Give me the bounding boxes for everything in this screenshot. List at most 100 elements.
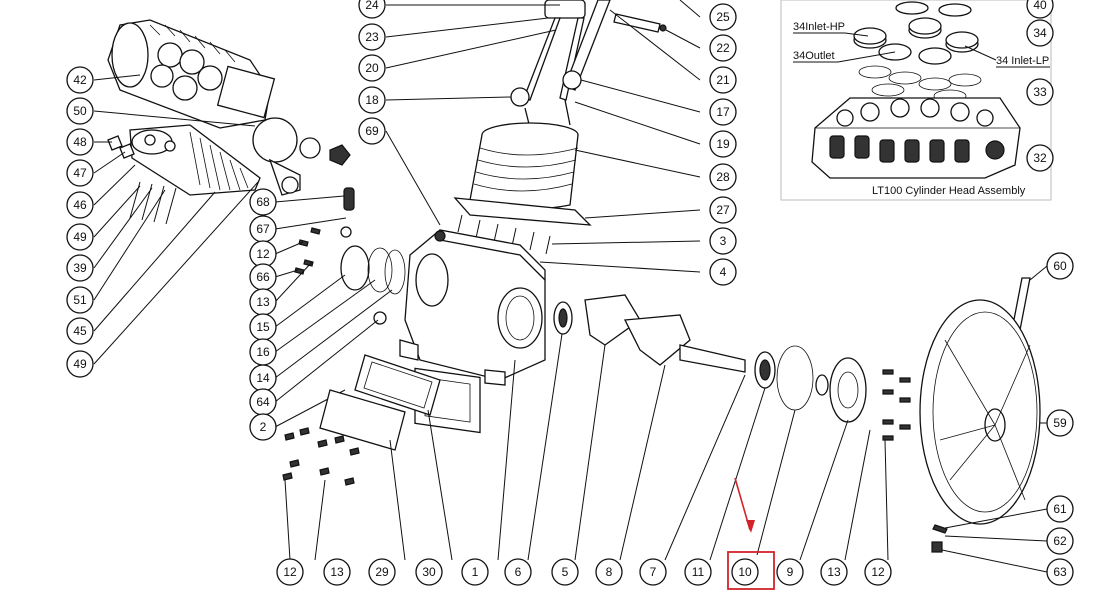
callout-50[interactable]: 50 xyxy=(66,97,94,125)
svg-text:13: 13 xyxy=(256,295,270,309)
svg-text:61: 61 xyxy=(1053,502,1067,516)
callout-42[interactable]: 42 xyxy=(66,66,94,94)
callout-33[interactable]: 33 xyxy=(1026,78,1054,106)
head-assembly-illustration xyxy=(93,19,351,365)
svg-text:69: 69 xyxy=(365,124,379,138)
callout-13-bottom-right[interactable]: 13 xyxy=(820,558,848,586)
callout-2[interactable]: 2 xyxy=(249,413,277,441)
svg-text:1: 1 xyxy=(472,565,479,579)
svg-text:15: 15 xyxy=(256,320,270,334)
svg-text:12: 12 xyxy=(283,565,297,579)
callout-67[interactable]: 67 xyxy=(249,215,277,243)
bottom-covers xyxy=(282,354,516,561)
callout-22[interactable]: 22 xyxy=(709,34,737,62)
inset-cylinder-head-assembly: 34Inlet-HP 34Outlet 34 Inlet-LP LT100 Cy… xyxy=(780,0,1052,201)
callout-23[interactable]: 23 xyxy=(358,23,386,51)
callout-12-left[interactable]: 12 xyxy=(249,240,277,268)
callout-6[interactable]: 6 xyxy=(504,558,532,586)
callout-20[interactable]: 20 xyxy=(358,54,386,82)
callout-13-bottom-left[interactable]: 13 xyxy=(323,558,351,586)
callout-49-lower[interactable]: 49 xyxy=(66,350,94,378)
svg-text:10: 10 xyxy=(738,565,752,579)
svg-text:18: 18 xyxy=(365,93,379,107)
callout-69[interactable]: 69 xyxy=(358,117,386,145)
svg-text:62: 62 xyxy=(1053,534,1067,548)
callout-15[interactable]: 15 xyxy=(249,313,277,341)
svg-text:11: 11 xyxy=(692,565,705,579)
svg-text:32: 32 xyxy=(1033,151,1047,165)
callout-48[interactable]: 48 xyxy=(66,128,94,156)
piston-rod-illustration xyxy=(385,0,701,273)
callout-30[interactable]: 30 xyxy=(415,558,443,586)
callout-66[interactable]: 66 xyxy=(249,263,277,291)
callout-28[interactable]: 28 xyxy=(709,163,737,191)
callout-7[interactable]: 7 xyxy=(639,558,667,586)
front-screws xyxy=(882,369,911,441)
callout-62[interactable]: 62 xyxy=(1046,527,1074,555)
callout-14[interactable]: 14 xyxy=(249,364,277,392)
callout-64[interactable]: 64 xyxy=(249,388,277,416)
callout-34[interactable]: 34 xyxy=(1026,19,1054,47)
callout-12-bottom-left[interactable]: 12 xyxy=(276,558,304,586)
svg-text:12: 12 xyxy=(256,247,270,261)
highlight-annotation xyxy=(727,477,775,590)
svg-text:48: 48 xyxy=(73,135,87,149)
svg-text:68: 68 xyxy=(256,195,270,209)
callout-4[interactable]: 4 xyxy=(709,258,737,286)
callout-10-highlighted[interactable]: 10 xyxy=(731,558,759,586)
callout-3[interactable]: 3 xyxy=(709,227,737,255)
crankshaft-illustration xyxy=(527,294,776,561)
svg-text:46: 46 xyxy=(73,198,87,212)
callout-16[interactable]: 16 xyxy=(249,338,277,366)
svg-text:2: 2 xyxy=(260,420,267,434)
svg-text:28: 28 xyxy=(716,170,730,184)
callout-18[interactable]: 18 xyxy=(358,86,386,114)
callout-59[interactable]: 59 xyxy=(1046,409,1074,437)
svg-text:34: 34 xyxy=(1033,26,1047,40)
callout-17[interactable]: 17 xyxy=(709,98,737,126)
callout-51[interactable]: 51 xyxy=(66,286,94,314)
callout-8[interactable]: 8 xyxy=(595,558,623,586)
callout-63[interactable]: 63 xyxy=(1046,558,1074,586)
svg-text:9: 9 xyxy=(787,565,794,579)
svg-text:12: 12 xyxy=(871,565,885,579)
callout-5[interactable]: 5 xyxy=(551,558,579,586)
svg-text:50: 50 xyxy=(73,104,87,118)
svg-text:8: 8 xyxy=(606,565,613,579)
svg-text:33: 33 xyxy=(1033,85,1047,99)
svg-text:7: 7 xyxy=(650,565,657,579)
callout-25[interactable]: 25 xyxy=(709,3,737,31)
callout-49-upper[interactable]: 49 xyxy=(66,223,94,251)
callout-46[interactable]: 46 xyxy=(66,191,94,219)
svg-text:60: 60 xyxy=(1053,259,1067,273)
svg-text:47: 47 xyxy=(73,166,87,180)
callout-24[interactable]: 24 xyxy=(358,0,386,19)
callout-1[interactable]: 1 xyxy=(461,558,489,586)
callout-45[interactable]: 45 xyxy=(66,317,94,345)
callout-12-bottom-right[interactable]: 12 xyxy=(864,558,892,586)
svg-text:3: 3 xyxy=(720,234,727,248)
callout-19[interactable]: 19 xyxy=(709,130,737,158)
svg-text:25: 25 xyxy=(716,10,730,24)
callout-21[interactable]: 21 xyxy=(709,66,737,94)
svg-text:39: 39 xyxy=(73,261,87,275)
svg-text:5: 5 xyxy=(562,565,569,579)
callout-27[interactable]: 27 xyxy=(709,196,737,224)
front-cover-parts xyxy=(756,345,911,561)
svg-text:67: 67 xyxy=(256,222,270,236)
svg-text:16: 16 xyxy=(256,345,270,359)
callout-60[interactable]: 60 xyxy=(1046,252,1074,280)
callout-32[interactable]: 32 xyxy=(1026,144,1054,172)
callout-29[interactable]: 29 xyxy=(368,558,396,586)
callout-68[interactable]: 68 xyxy=(249,188,277,216)
callout-40[interactable]: 40 xyxy=(1026,0,1054,19)
callout-9[interactable]: 9 xyxy=(776,558,804,586)
left-side-parts xyxy=(274,187,406,428)
callout-47[interactable]: 47 xyxy=(66,159,94,187)
callout-13-left[interactable]: 13 xyxy=(249,288,277,316)
callout-39[interactable]: 39 xyxy=(66,254,94,282)
svg-text:19: 19 xyxy=(716,137,730,151)
callout-61[interactable]: 61 xyxy=(1046,495,1074,523)
callout-11[interactable]: 11 xyxy=(684,558,712,586)
